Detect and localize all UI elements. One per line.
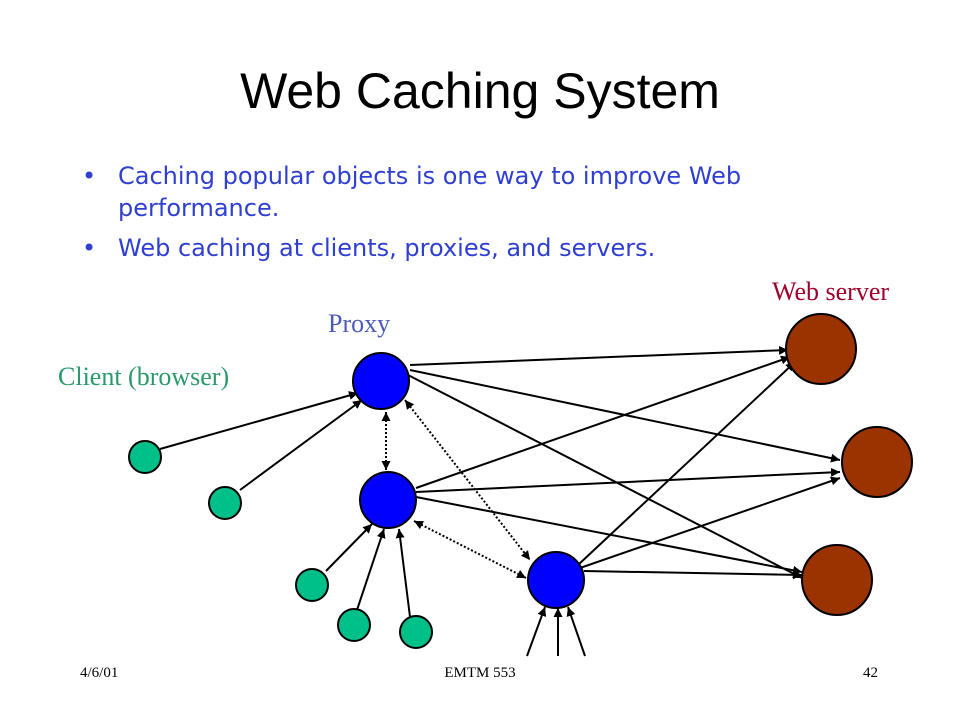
bullet-text: Web caching at clients, proxies, and ser… xyxy=(118,234,656,262)
bullet-list: • Caching popular objects is one way to i… xyxy=(82,160,882,272)
client-node xyxy=(399,615,433,649)
slide-title: Web Caching System xyxy=(240,63,720,119)
bullet-dot-icon: • xyxy=(82,234,97,262)
link-client5-proxy2 xyxy=(395,528,411,618)
link-client4-proxy2 xyxy=(356,528,386,611)
link-client3-proxy2 xyxy=(325,523,373,572)
footer-date: 4/6/01 xyxy=(80,665,119,681)
link-proxy3-server1 xyxy=(577,361,796,566)
link-proxy3-server2 xyxy=(579,476,841,569)
client-node xyxy=(128,440,162,474)
proxy-label: Proxy xyxy=(328,309,390,338)
link-proxy3-server3 xyxy=(583,570,803,580)
proxy-node xyxy=(352,352,410,410)
bullet-item: • Web caching at clients, proxies, and se… xyxy=(82,232,882,264)
link-proxy1-proxy3 xyxy=(404,399,531,561)
link-proxy2-server1 xyxy=(415,355,791,489)
server-node xyxy=(785,313,857,385)
proxy-node xyxy=(359,471,417,529)
footer-course: EMTM 553 xyxy=(444,665,516,681)
client-label: Client (browser) xyxy=(58,362,229,391)
link-proxy2-server3 xyxy=(415,496,803,575)
link-client6-proxy3 xyxy=(526,606,547,657)
link-client1-proxy1 xyxy=(159,391,359,450)
server-links xyxy=(407,345,841,580)
bullet-dot-icon: • xyxy=(82,162,97,190)
server-nodes xyxy=(785,313,913,616)
link-client2-proxy1 xyxy=(239,399,363,491)
link-proxy1-server1 xyxy=(409,345,789,366)
proxy-links xyxy=(381,399,531,579)
client-node xyxy=(337,608,371,642)
bullet-text: Caching popular objects is one way to im… xyxy=(118,162,742,222)
link-client8-proxy3 xyxy=(566,606,586,657)
client-node xyxy=(208,486,242,520)
footer-page-number: 42 xyxy=(863,665,878,681)
client-node xyxy=(295,568,329,602)
client-links xyxy=(159,391,586,657)
web-server-label: Web server xyxy=(772,277,889,306)
bullet-item: • Caching popular objects is one way to i… xyxy=(82,160,882,224)
server-node xyxy=(841,426,913,498)
client-nodes xyxy=(128,440,433,649)
server-node xyxy=(801,544,873,616)
proxy-node xyxy=(527,551,585,609)
proxy-nodes xyxy=(352,352,585,609)
link-proxy2-proxy3 xyxy=(413,520,527,579)
